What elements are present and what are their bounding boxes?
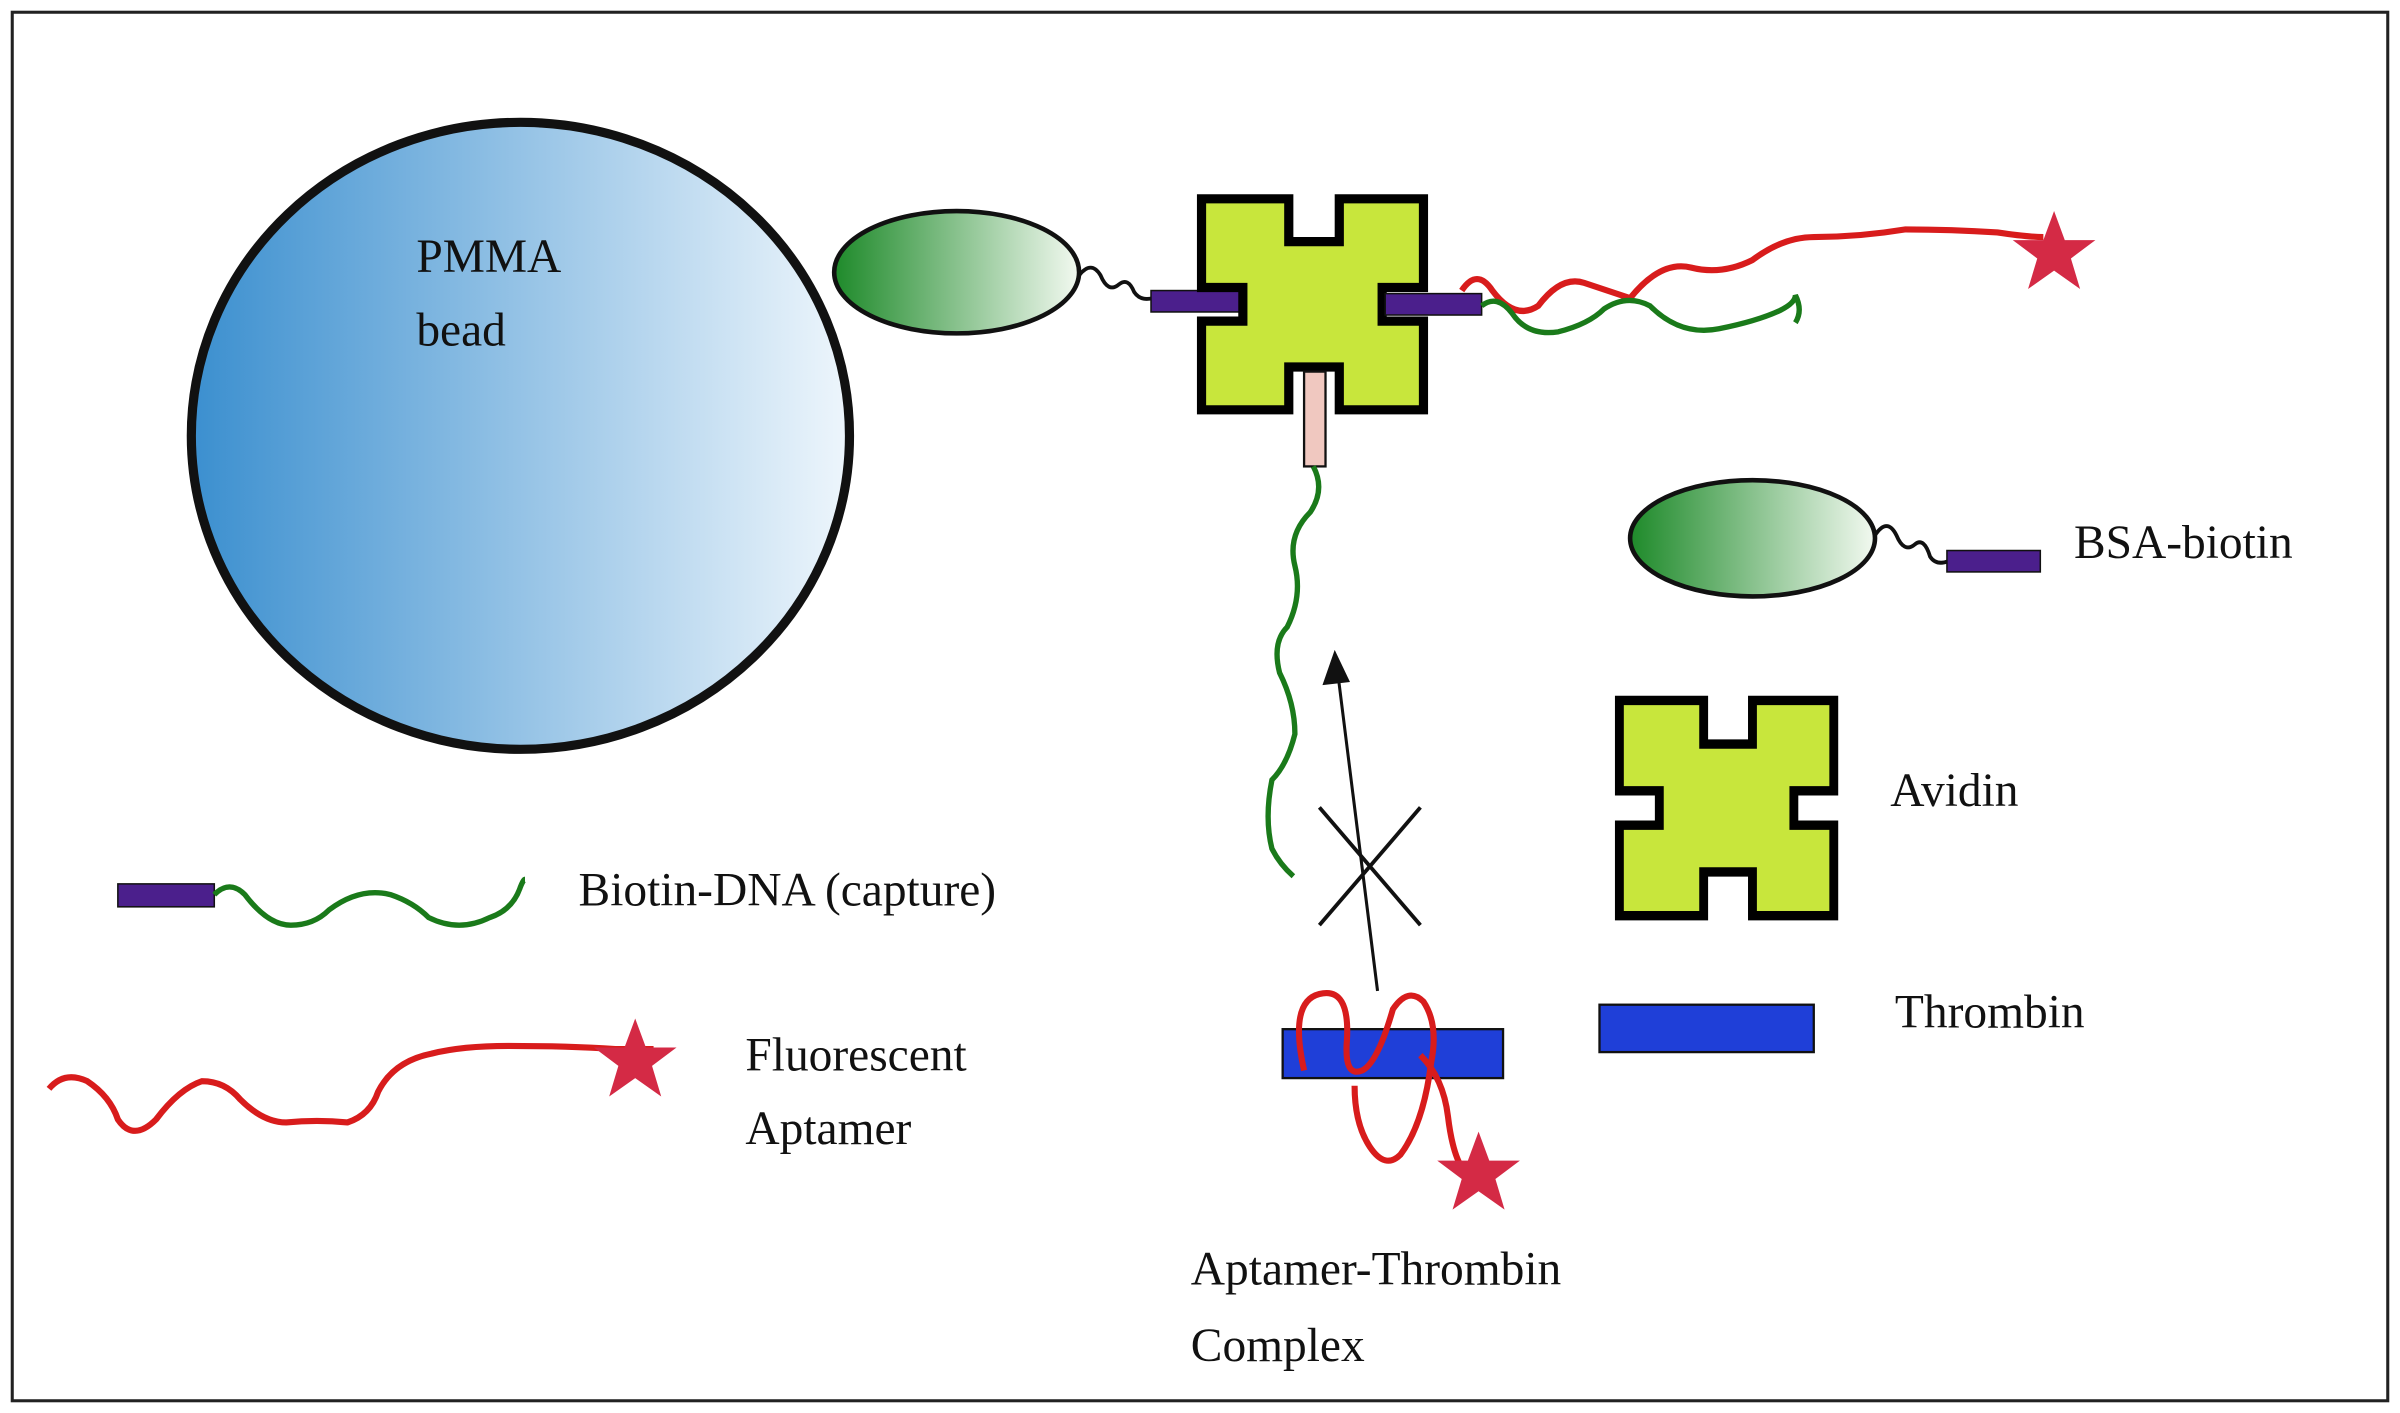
bound-bsa-biotin — [831, 208, 1244, 336]
pmma-bead: PMMA bead — [186, 117, 855, 754]
legend-avidin: Avidin — [1619, 700, 2019, 915]
hybridized-capture-dna — [1479, 293, 1802, 336]
legend-aptamer-label-1: Fluorescent — [745, 1029, 966, 1081]
legend-biotin-dna-label: Biotin-DNA (capture) — [579, 864, 997, 916]
bead-label-1: PMMA — [416, 231, 561, 283]
capture-dna-strand — [1265, 465, 1322, 879]
legend-fluorescent-aptamer: Fluorescent Aptamer — [46, 1018, 967, 1155]
legend-avidin-label: Avidin — [1890, 765, 2018, 817]
blocked-x-icon — [1317, 806, 1422, 927]
legend-aptamer-label-2: Aptamer — [745, 1103, 911, 1155]
blocked-arrow — [1336, 672, 1380, 992]
arrow-head-icon — [1322, 649, 1350, 686]
hybridized-aptamer — [1459, 226, 2044, 314]
bound-biotin-spacer — [1302, 370, 1327, 468]
legend-thrombin: Thrombin — [1598, 987, 2085, 1054]
legend-bsa-biotin-label: BSA-biotin — [2074, 517, 2293, 569]
aptamer-thrombin-complex: Aptamer-Thrombin Complex — [1191, 990, 1561, 1372]
legend-biotin-dna: Biotin-DNA (capture) — [117, 864, 997, 928]
legend-bsa-biotin: BSA-biotin — [1627, 477, 2293, 599]
bound-biotin-right — [1384, 292, 1483, 316]
bead-label-2: bead — [416, 305, 506, 357]
legend-thrombin-label: Thrombin — [1895, 987, 2085, 1039]
complex-label-2: Complex — [1191, 1320, 1365, 1372]
complex-label-1: Aptamer-Thrombin — [1191, 1244, 1561, 1296]
